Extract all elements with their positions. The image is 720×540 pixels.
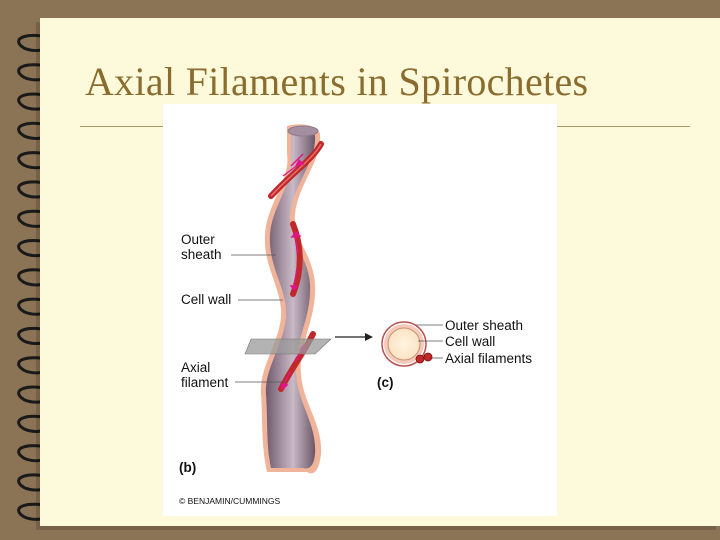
cell-body <box>265 127 316 469</box>
label-cross-outer-sheath: Outer sheath <box>445 318 524 333</box>
panel-label-b: (b) <box>179 460 197 475</box>
body-top-end <box>287 125 319 137</box>
cross-section-filament-2 <box>423 352 433 362</box>
cutting-plane <box>244 338 332 355</box>
axial-filament-upper-highlight <box>270 143 322 197</box>
label-cross-axial-filaments: Axial filaments <box>445 351 533 366</box>
cross-section-filament-1 <box>415 354 425 364</box>
label-axial-filament-line1: Axial <box>181 360 211 375</box>
label-axial-filament-line2: filament <box>181 375 229 390</box>
label-axial-filament: Axial filament <box>181 360 228 390</box>
label-cross-cell-wall: Cell wall <box>445 334 496 349</box>
label-outer-sheath-line2: sheath <box>181 247 222 262</box>
label-outer-sheath-line1: Outer <box>181 232 215 247</box>
panel-label-c: (c) <box>377 375 394 390</box>
arrow-head <box>365 333 373 341</box>
figure-drawing <box>231 124 443 474</box>
label-outer-sheath: Outer sheath <box>181 232 222 262</box>
copyright-text: © BENJAMIN/CUMMINGS <box>179 496 281 506</box>
label-cell-wall: Cell wall <box>181 292 232 307</box>
slide-title: Axial Filaments in Spirochetes <box>85 59 589 104</box>
cross-section-cell-wall <box>387 327 421 361</box>
spirochete-figure: Outer sheath Cell wall Axial filament Ou… <box>163 104 557 516</box>
